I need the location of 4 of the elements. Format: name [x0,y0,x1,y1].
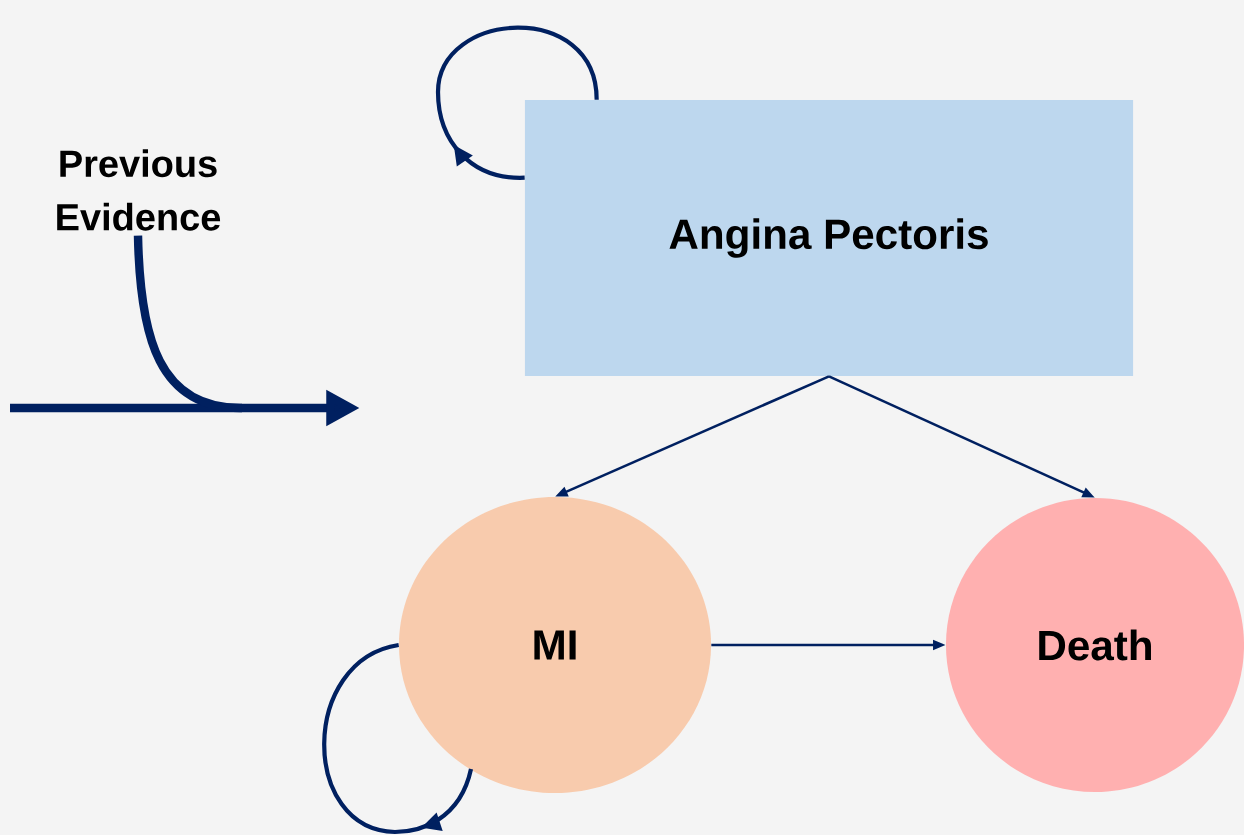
self-loop-arrow [322,642,474,835]
self-loop-arrow [435,25,599,180]
state-box: Angina Pectoris [524,99,1134,377]
heading-text: Previous Evidence [57,149,221,231]
